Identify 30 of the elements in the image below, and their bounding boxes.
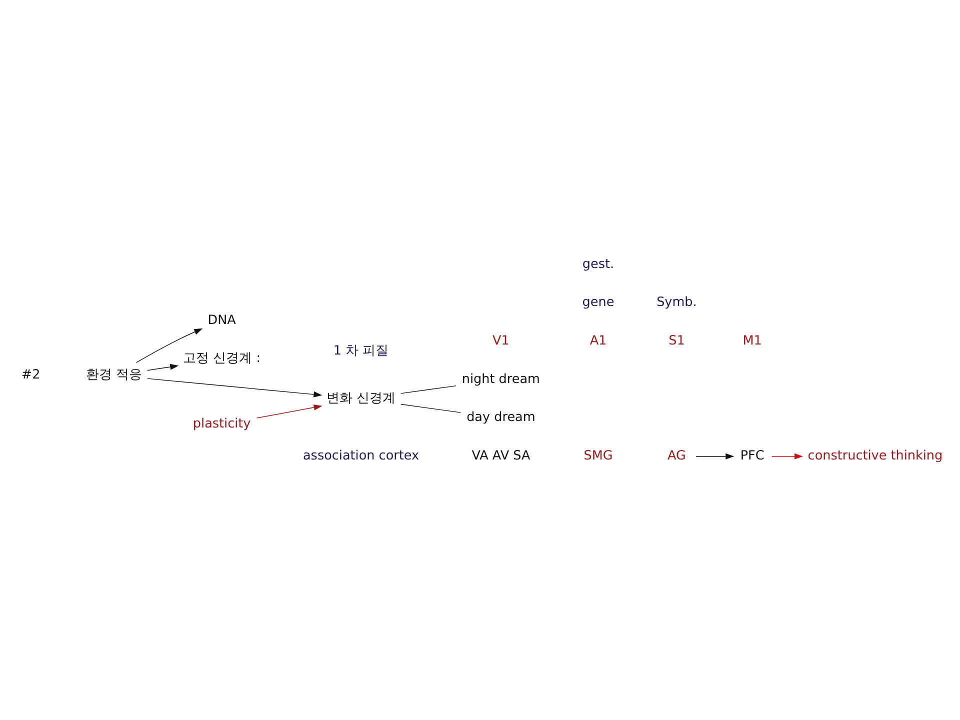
label: gene [582,294,614,310]
arrow [696,452,734,459]
label: S1 [668,332,685,348]
node-text: constructive thinking [808,448,943,463]
arrow [147,378,322,397]
label: M1 [742,332,762,348]
node-text: AG [668,448,686,463]
node-text: 고정 신경계 : [183,350,261,366]
node-text: PFC [740,448,764,463]
label: V1 [492,332,510,348]
label: VA AV SA [472,448,530,463]
arrow [147,363,179,370]
label: 1 차 피질 [333,342,389,358]
label: association cortex [302,448,420,463]
node-text: DNA [208,312,236,328]
connector [400,403,462,412]
label: #2 [21,367,40,382]
node-text: 환경 적응 [86,367,142,382]
arrow [256,404,322,418]
connector [400,384,456,394]
label: A1 [590,332,607,348]
arrow [771,452,803,459]
arrow [136,328,203,362]
label: Symb. [656,294,697,310]
node-text: day dream [466,410,536,425]
node-text: plasticity [192,416,251,432]
label: SMG [584,448,613,463]
node-text: 변화 신경계 [326,390,396,406]
node-text: night dream [462,371,540,386]
label: gest. [582,256,614,272]
